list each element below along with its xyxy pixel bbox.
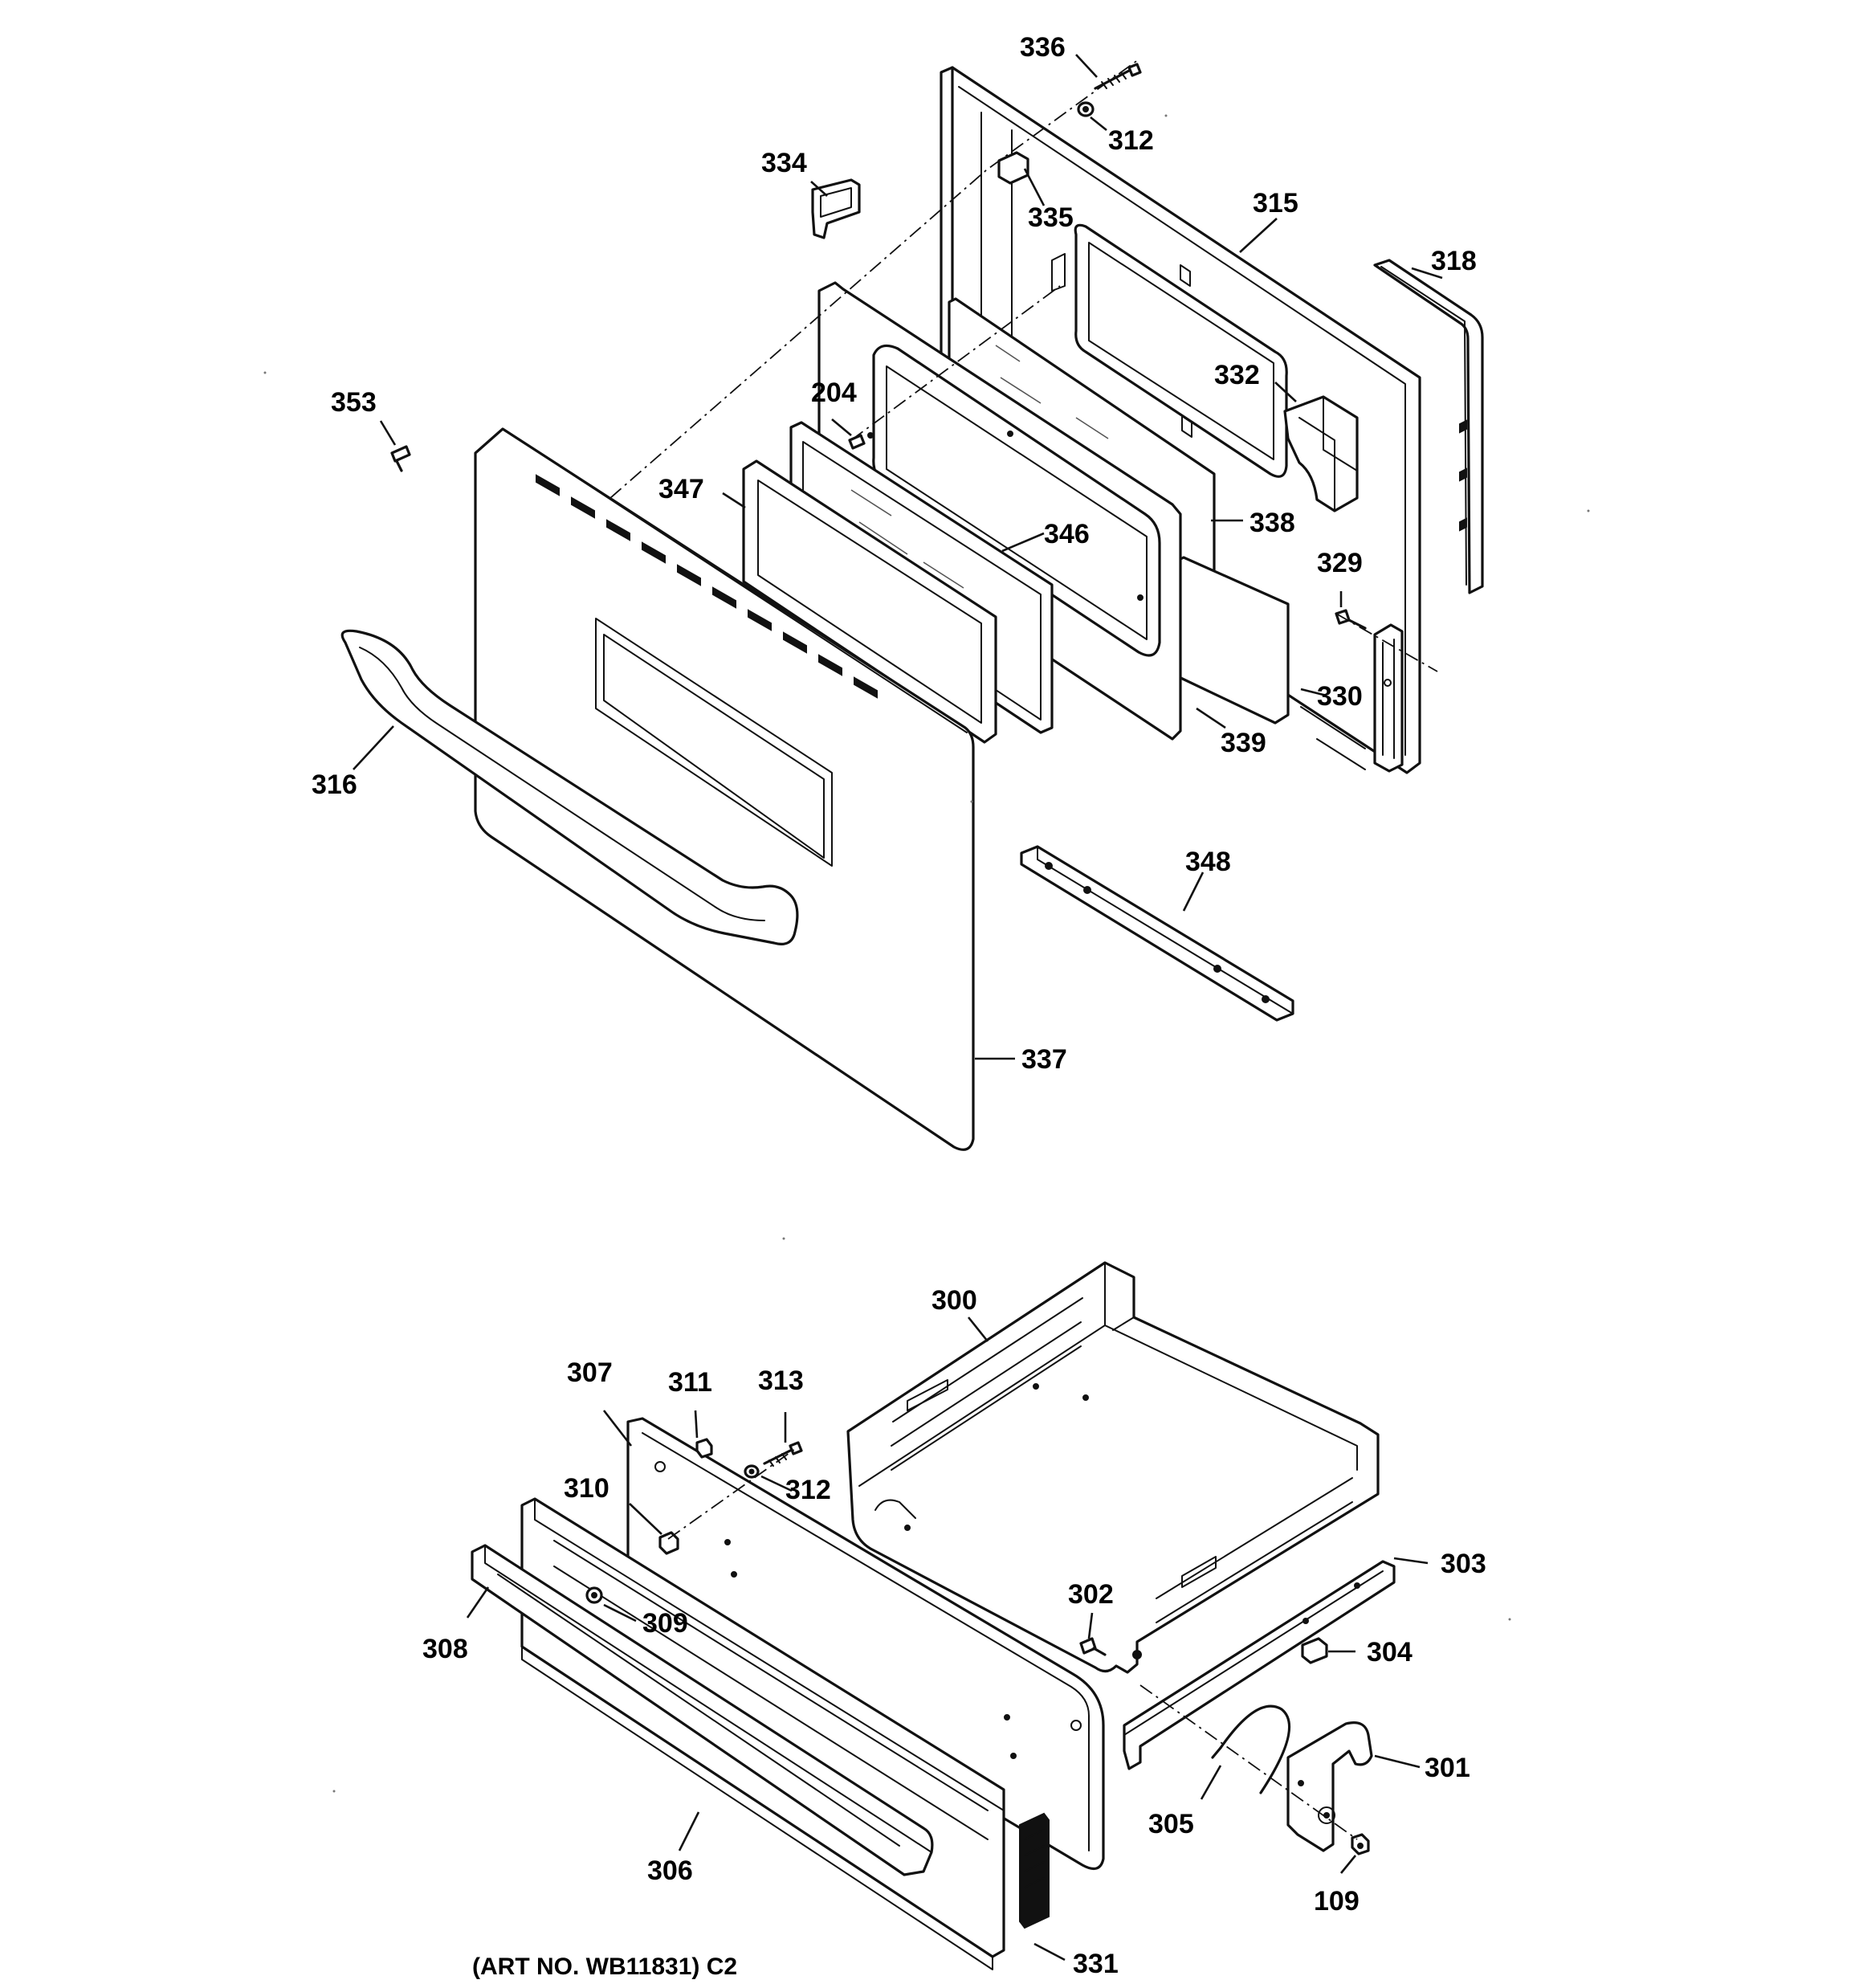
spring-305 <box>1211 1704 1291 1794</box>
door-vent-slots <box>536 474 878 699</box>
gasket-frame-347 <box>742 459 997 744</box>
callout-347: 347 <box>658 474 704 504</box>
washer-312a <box>1077 101 1095 117</box>
callout-336: 336 <box>1020 32 1066 63</box>
screw-313 <box>763 1441 803 1467</box>
door-seal-318 <box>1373 259 1484 594</box>
callout-310: 310 <box>564 1473 609 1504</box>
nut-109 <box>1351 1833 1370 1855</box>
callout-338: 338 <box>1249 508 1295 538</box>
leader-lines <box>353 54 1443 1961</box>
alignment-lines-upper <box>609 59 1438 672</box>
insulation-332 <box>1283 395 1359 512</box>
callout-334: 334 <box>761 148 807 178</box>
callout-302: 302 <box>1068 1579 1114 1610</box>
callout-300: 300 <box>932 1285 977 1316</box>
callout-339: 339 <box>1221 728 1266 758</box>
door-handle-316 <box>340 629 799 945</box>
drawer-rail-303 <box>1123 1560 1396 1770</box>
callout-204: 204 <box>811 378 857 408</box>
callout-304: 304 <box>1367 1637 1413 1668</box>
callout-337: 337 <box>1021 1044 1067 1075</box>
nut-311 <box>695 1438 713 1459</box>
drawer-trim-308 <box>471 1544 934 1876</box>
clip-310 <box>658 1531 679 1555</box>
callout-303: 303 <box>1441 1549 1486 1579</box>
screw-302 <box>1079 1637 1107 1656</box>
callout-307: 307 <box>567 1357 613 1388</box>
callout-330: 330 <box>1317 681 1363 712</box>
screw-336 <box>1094 63 1142 90</box>
callout-318: 318 <box>1431 246 1477 276</box>
callout-311: 311 <box>668 1367 712 1398</box>
callout-306: 306 <box>647 1855 693 1886</box>
drawer-tub-300 <box>846 1261 1380 1674</box>
callout-308: 308 <box>422 1634 468 1664</box>
door-bracket-348 <box>1020 845 1294 1022</box>
callout-315: 315 <box>1253 188 1298 218</box>
callout-348: 348 <box>1185 847 1231 877</box>
callout-309: 309 <box>642 1608 688 1639</box>
alignment-lines-lower <box>667 1448 1358 1840</box>
hinge-330 <box>1300 623 1404 773</box>
callout-329: 329 <box>1317 548 1363 578</box>
screw-353 <box>390 445 411 472</box>
callout-305: 305 <box>1148 1809 1194 1839</box>
screw-329 <box>1335 609 1367 630</box>
callout-312-lower: 312 <box>785 1475 831 1505</box>
callout-316: 316 <box>312 769 357 800</box>
screw-204 <box>848 432 874 450</box>
outer-door-337 <box>474 427 975 1151</box>
callout-332: 332 <box>1214 360 1260 390</box>
callout-109: 109 <box>1314 1886 1360 1917</box>
clip-304 <box>1301 1637 1328 1664</box>
drawer-inner-front-307 <box>626 1417 1105 1871</box>
callout-312-upper: 312 <box>1108 125 1154 156</box>
callout-301: 301 <box>1425 1753 1470 1783</box>
screw-309 <box>585 1586 603 1604</box>
callout-331: 331 <box>1073 1949 1119 1979</box>
art-number-caption: (ART NO. WB11831) C2 <box>472 1953 737 1980</box>
scan-specks <box>263 114 1590 1793</box>
callout-313: 313 <box>758 1365 804 1396</box>
callout-353: 353 <box>331 387 377 418</box>
callout-labels: 336 312 334 335 315 318 353 204 332 347 … <box>312 32 1486 1979</box>
bracket-301 <box>1286 1721 1373 1852</box>
washer-312b <box>744 1464 760 1479</box>
callout-335: 335 <box>1028 202 1074 233</box>
callout-346: 346 <box>1044 519 1090 549</box>
